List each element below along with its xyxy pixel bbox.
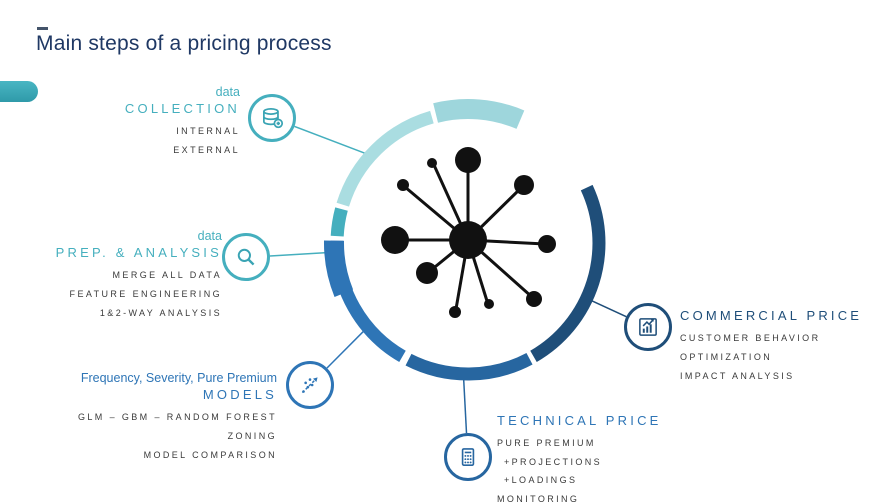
step-pre-label: data xyxy=(197,229,222,243)
step-title-commercial: COMMERCIAL PRICE xyxy=(680,308,863,323)
arc-blue-tab xyxy=(324,240,354,297)
collection-icon-badge xyxy=(248,94,296,142)
step-detail: EXTERNAL xyxy=(173,145,240,155)
title-accent-dash xyxy=(37,27,48,30)
step-detail: MODEL COMPARISON xyxy=(143,450,277,460)
step-detail: 1&2-WAY ANALYSIS xyxy=(99,308,222,318)
step-pre-label: Frequency, Severity, Pure Premium xyxy=(80,371,277,385)
step-technical: TECHNICAL PRICE PURE PREMIUM +PROJECTION… xyxy=(497,412,727,502)
step-detail: +LOADINGS xyxy=(504,475,578,485)
models-icon-badge xyxy=(286,361,334,409)
growth-chart-icon xyxy=(639,318,657,336)
step-detail: GLM – GBM – RANDOM FOREST xyxy=(77,412,277,422)
commercial-icon-badge xyxy=(624,303,672,351)
step-detail: OPTIMIZATION xyxy=(680,352,773,362)
step-title-models: MODELS xyxy=(202,387,277,402)
step-collection: data COLLECTION INTERNAL EXTERNAL xyxy=(40,84,240,160)
arc-light-teal-thin xyxy=(336,110,434,207)
step-models: Frequency, Severity, Pure Premium MODELS… xyxy=(20,370,277,465)
step-pre-label: data xyxy=(215,85,240,99)
step-title-collection: COLLECTION xyxy=(124,101,240,116)
database-icon xyxy=(263,108,284,129)
slide-edge-tab xyxy=(0,81,38,102)
network-graphic xyxy=(381,147,556,318)
step-detail: INTERNAL xyxy=(176,126,240,136)
scatter-trend-icon xyxy=(301,377,318,394)
connector-collection xyxy=(294,125,371,157)
step-title-technical: TECHNICAL PRICE xyxy=(497,413,662,428)
connector-prep xyxy=(269,251,338,257)
connector-technical xyxy=(462,373,468,434)
step-detail: ZONING xyxy=(227,431,277,441)
step-detail: MONITORING xyxy=(497,493,580,502)
page-title: Main steps of a pricing process xyxy=(36,32,332,55)
step-detail: FEATURE ENGINEERING xyxy=(69,289,222,299)
arc-midblue-bottom xyxy=(405,352,533,381)
network-hub-node xyxy=(449,221,487,259)
step-detail: PURE PREMIUM xyxy=(497,438,596,448)
arc-light-teal-tab xyxy=(433,99,525,130)
step-detail: MERGE ALL DATA xyxy=(112,270,222,280)
step-title-prep: PREP. & ANALYSIS xyxy=(55,245,222,260)
arc-ring xyxy=(324,99,606,381)
connector-commercial xyxy=(586,297,627,318)
step-commercial: COMMERCIAL PRICE CUSTOMER BEHAVIOR OPTIM… xyxy=(680,307,880,386)
step-detail: IMPACT ANALYSIS xyxy=(680,371,795,381)
technical-icon-badge xyxy=(444,433,492,481)
magnifier-icon xyxy=(237,248,255,266)
arc-blue xyxy=(330,240,406,363)
arc-teal-short xyxy=(330,207,348,237)
arc-navy-right xyxy=(530,184,606,363)
connector-models xyxy=(326,326,369,369)
step-detail: +PROJECTIONS xyxy=(504,456,603,467)
calculator-icon xyxy=(461,448,475,466)
prep-icon-badge xyxy=(222,233,270,281)
step-detail: CUSTOMER BEHAVIOR xyxy=(680,333,821,343)
step-prep: data PREP. & ANALYSIS MERGE ALL DATA FEA… xyxy=(0,228,222,323)
